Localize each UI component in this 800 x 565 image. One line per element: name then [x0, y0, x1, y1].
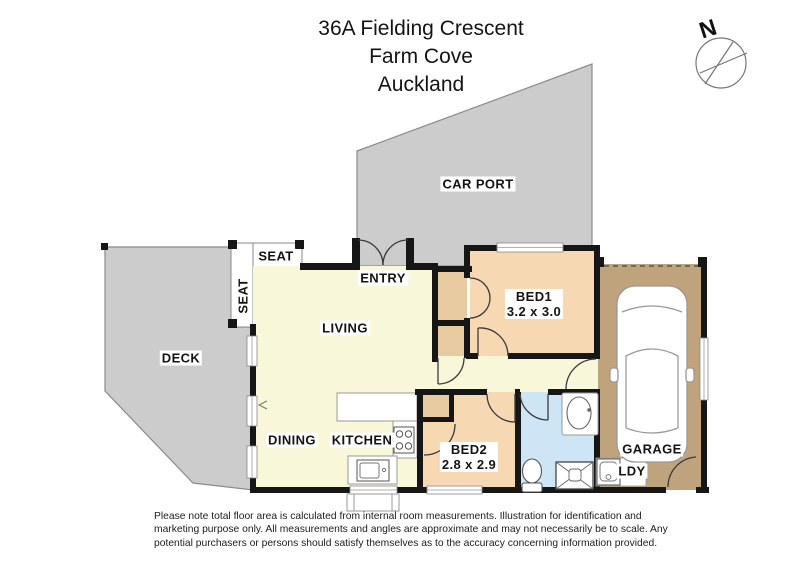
- seat-side-label: SEAT: [235, 276, 251, 316]
- entry-door-right-arc: [382, 239, 409, 266]
- disclaimer-text: Please note total floor area is calculat…: [154, 510, 668, 550]
- bed2-dims: 2.8 x 2.9: [441, 457, 497, 472]
- kitchen-sink-icon: [356, 459, 390, 482]
- bed2-name: BED2: [450, 442, 488, 457]
- hall-floor: [435, 356, 598, 392]
- kitchen-label: KITCHEN: [329, 432, 395, 448]
- page-title: 36A Fielding Crescent Farm Cove Auckland: [318, 15, 523, 99]
- kitchen-bay-window-box: [346, 493, 400, 512]
- living-label: LIVING: [320, 320, 370, 336]
- toilet-icon: [521, 458, 543, 493]
- entry-label: ENTRY: [358, 270, 408, 286]
- bed1-dims: 3.2 x 3.0: [506, 304, 562, 319]
- hall-closet-door-arc: [437, 357, 465, 385]
- bed2-door-arc: [486, 393, 516, 423]
- title-address: 36A Fielding Crescent: [318, 17, 524, 40]
- deck-step-chevron: [257, 400, 268, 410]
- bed1-name: BED1: [515, 289, 553, 304]
- compass-rose: [695, 37, 748, 89]
- garage-label: GARAGE: [620, 441, 684, 457]
- hall-garage-door-arc: [565, 358, 597, 390]
- garage-exterior-door-arc: [667, 456, 697, 488]
- bed2-label: BED2 2.8 x 2.9: [439, 442, 499, 472]
- title-suburb: Farm Cove: [369, 45, 473, 68]
- seat-bay: [101, 240, 304, 328]
- bathroom-door-arc: [519, 393, 549, 421]
- title-city: Auckland: [377, 73, 465, 96]
- vestibule-closet-upper: [438, 269, 467, 321]
- laundry-label: LDY: [616, 463, 648, 479]
- dining-label: DINING: [266, 432, 318, 448]
- deck-label: DECK: [159, 350, 203, 366]
- disclaimer-line-3: potential purchasers or persons should s…: [154, 537, 658, 549]
- shower-icon: [555, 461, 594, 490]
- carport-label: CAR PORT: [440, 176, 516, 192]
- bed1-door-arc: [477, 327, 509, 357]
- stove-icon: [393, 426, 415, 454]
- bed1-closet-bifold-arc-2: [469, 297, 491, 319]
- car-icon: [609, 285, 695, 463]
- window-midlines: [251, 247, 705, 491]
- bed1-label: BED1 3.2 x 3.0: [504, 289, 564, 319]
- vanity-icon: [561, 392, 599, 436]
- vestibule-closet-lower: [438, 326, 467, 356]
- disclaimer-line-1: Please note total floor area is calculat…: [154, 511, 642, 522]
- walls: [250, 238, 709, 493]
- bed2-closet-floor: [422, 393, 452, 420]
- disclaimer-line-2: marketing purpose only. All measurements…: [154, 524, 668, 536]
- seat-top-label: SEAT: [256, 248, 296, 264]
- bed1-closet-bifold-arc-1: [469, 277, 491, 299]
